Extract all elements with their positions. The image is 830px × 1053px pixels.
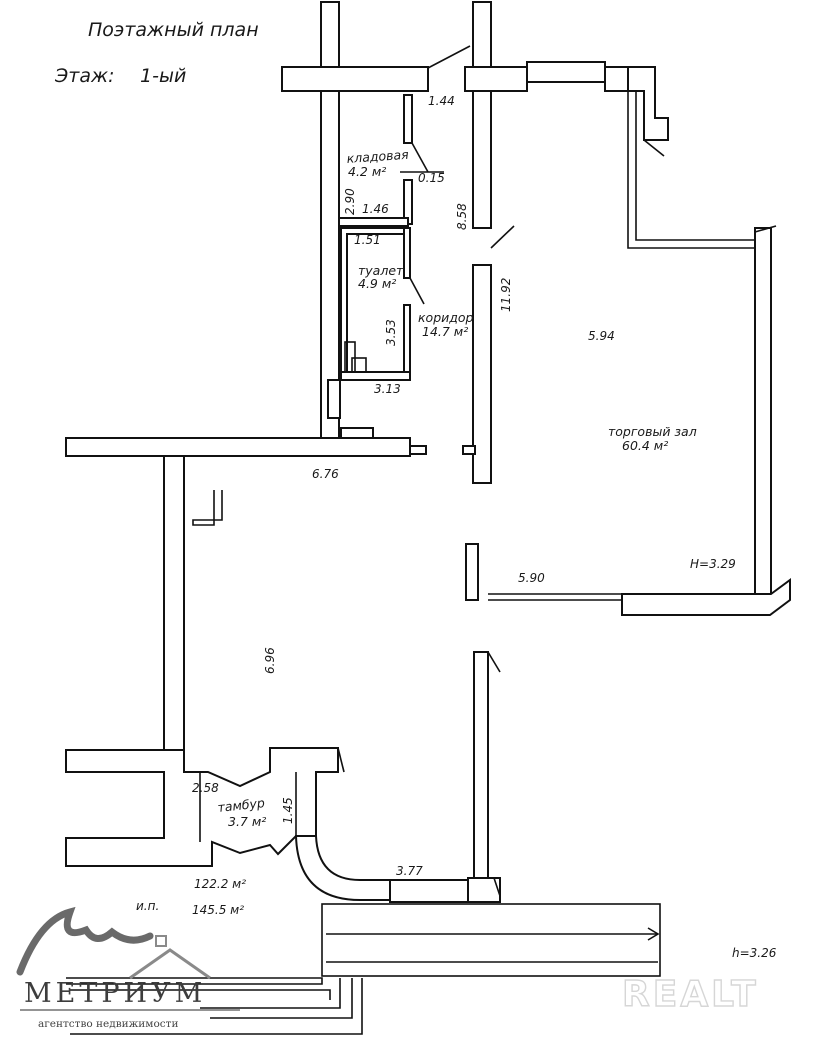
door-swing (409, 277, 425, 305)
room-area-corridor: 14.7 м² (422, 324, 468, 339)
dim-label: 3.13 (374, 382, 401, 396)
wall-middle (473, 651, 489, 879)
plan-title: Поэтажный план (88, 19, 259, 41)
wall-storage (338, 217, 409, 227)
height-hall: H=3.29 (690, 557, 736, 571)
wall-toilet (403, 304, 411, 381)
wall-segment (465, 543, 479, 601)
wall-storage (403, 94, 413, 144)
dim-label: 6.96 (263, 647, 277, 674)
door-swing (411, 142, 429, 173)
dim-label: 1.44 (428, 94, 455, 108)
ip-area: 145.5 м² (192, 903, 244, 917)
wall-nub (192, 490, 223, 526)
dim-label: 1.51 (354, 233, 381, 247)
wall-segment (627, 66, 669, 141)
room-area-vestibule: 3.7 м² (228, 814, 266, 829)
step (210, 978, 353, 1019)
fixture (351, 357, 367, 373)
room-name-hall: торговый зал (608, 424, 697, 439)
window-top (526, 61, 606, 83)
wall-segment (464, 66, 528, 92)
door-swing (643, 139, 665, 157)
door-swing (493, 877, 501, 897)
dim-label: 8.58 (455, 203, 469, 230)
dim-label: 5.90 (518, 571, 545, 585)
room-labels: кладовая 4.2 м² туалет 4.9 м² коридор 14… (217, 147, 697, 829)
wall-east (754, 227, 772, 595)
wall-toilet (340, 371, 411, 381)
wall-segment (281, 66, 429, 92)
dimension-labels: 1.44 0.15 2.90 1.46 8.58 1.51 11.92 3.53… (192, 94, 777, 960)
step (70, 978, 363, 1035)
wall-west (163, 455, 185, 757)
total-area: 122.2 м² (194, 877, 246, 891)
logo-swoosh-icon (16, 906, 154, 976)
wall-segment (409, 445, 427, 455)
door-swing (490, 225, 515, 249)
wall-segment (472, 1, 492, 229)
room-name-corridor: коридор (418, 310, 474, 325)
wall-toilet (403, 227, 411, 279)
wall-segment (462, 445, 476, 455)
ramp-arrow-icon (647, 927, 660, 941)
room-area-storage: 4.2 м² (348, 164, 386, 179)
room-name-toilet: туалет (358, 263, 404, 278)
wall-main (65, 437, 411, 457)
dim-label: 5.94 (588, 329, 615, 343)
floor-value: 1-ый (140, 65, 186, 87)
wall-outline (635, 91, 755, 241)
dim-label: 2.58 (192, 781, 219, 795)
floor-label: Этаж: (54, 65, 115, 87)
wall-segment (340, 427, 374, 439)
dim-label: 3.77 (396, 864, 423, 878)
step (70, 989, 331, 1000)
agency-logo: МЕТРИУМ агентство недвижимости (16, 906, 240, 1030)
dim-label: 3.53 (384, 319, 398, 346)
door-swing (337, 747, 345, 773)
room-area-hall: 60.4 м² (622, 438, 668, 453)
door-swing (487, 651, 501, 673)
step (66, 977, 323, 985)
room-name-vestibule: тамбур (217, 795, 266, 815)
wall-corridor (472, 264, 492, 484)
dim-label: 2.90 (343, 188, 357, 215)
logo-subtitle: агентство недвижимости (38, 1018, 178, 1030)
fixture (344, 341, 356, 373)
porch (321, 903, 661, 977)
step (200, 978, 341, 1009)
door-swing (754, 225, 777, 233)
height-floor: h=3.26 (732, 946, 777, 960)
door-swing (427, 45, 471, 69)
dim-label: 6.76 (312, 467, 339, 481)
dim-label: 0.15 (418, 171, 445, 185)
logo-window-icon (155, 935, 167, 947)
wall-curve (294, 835, 391, 901)
walls (65, 1, 791, 1035)
ip-label: и.п. (136, 899, 159, 913)
dim-label: 11.92 (499, 278, 513, 312)
logo-word: МЕТРИУМ (24, 978, 206, 1009)
wall-south (389, 879, 469, 903)
watermark: REALT (622, 974, 759, 1015)
logo-roof-icon (129, 948, 211, 980)
wall-segment (327, 379, 341, 419)
dim-label: 1.46 (362, 202, 389, 216)
wall-toilet (340, 227, 405, 373)
room-name-storage: кладовая (346, 147, 409, 166)
doors (337, 45, 777, 897)
dim-label: 1.45 (281, 797, 295, 824)
room-area-toilet: 4.9 м² (358, 276, 396, 291)
area-totals: 122.2 м² и.п. 145.5 м² (136, 877, 246, 917)
